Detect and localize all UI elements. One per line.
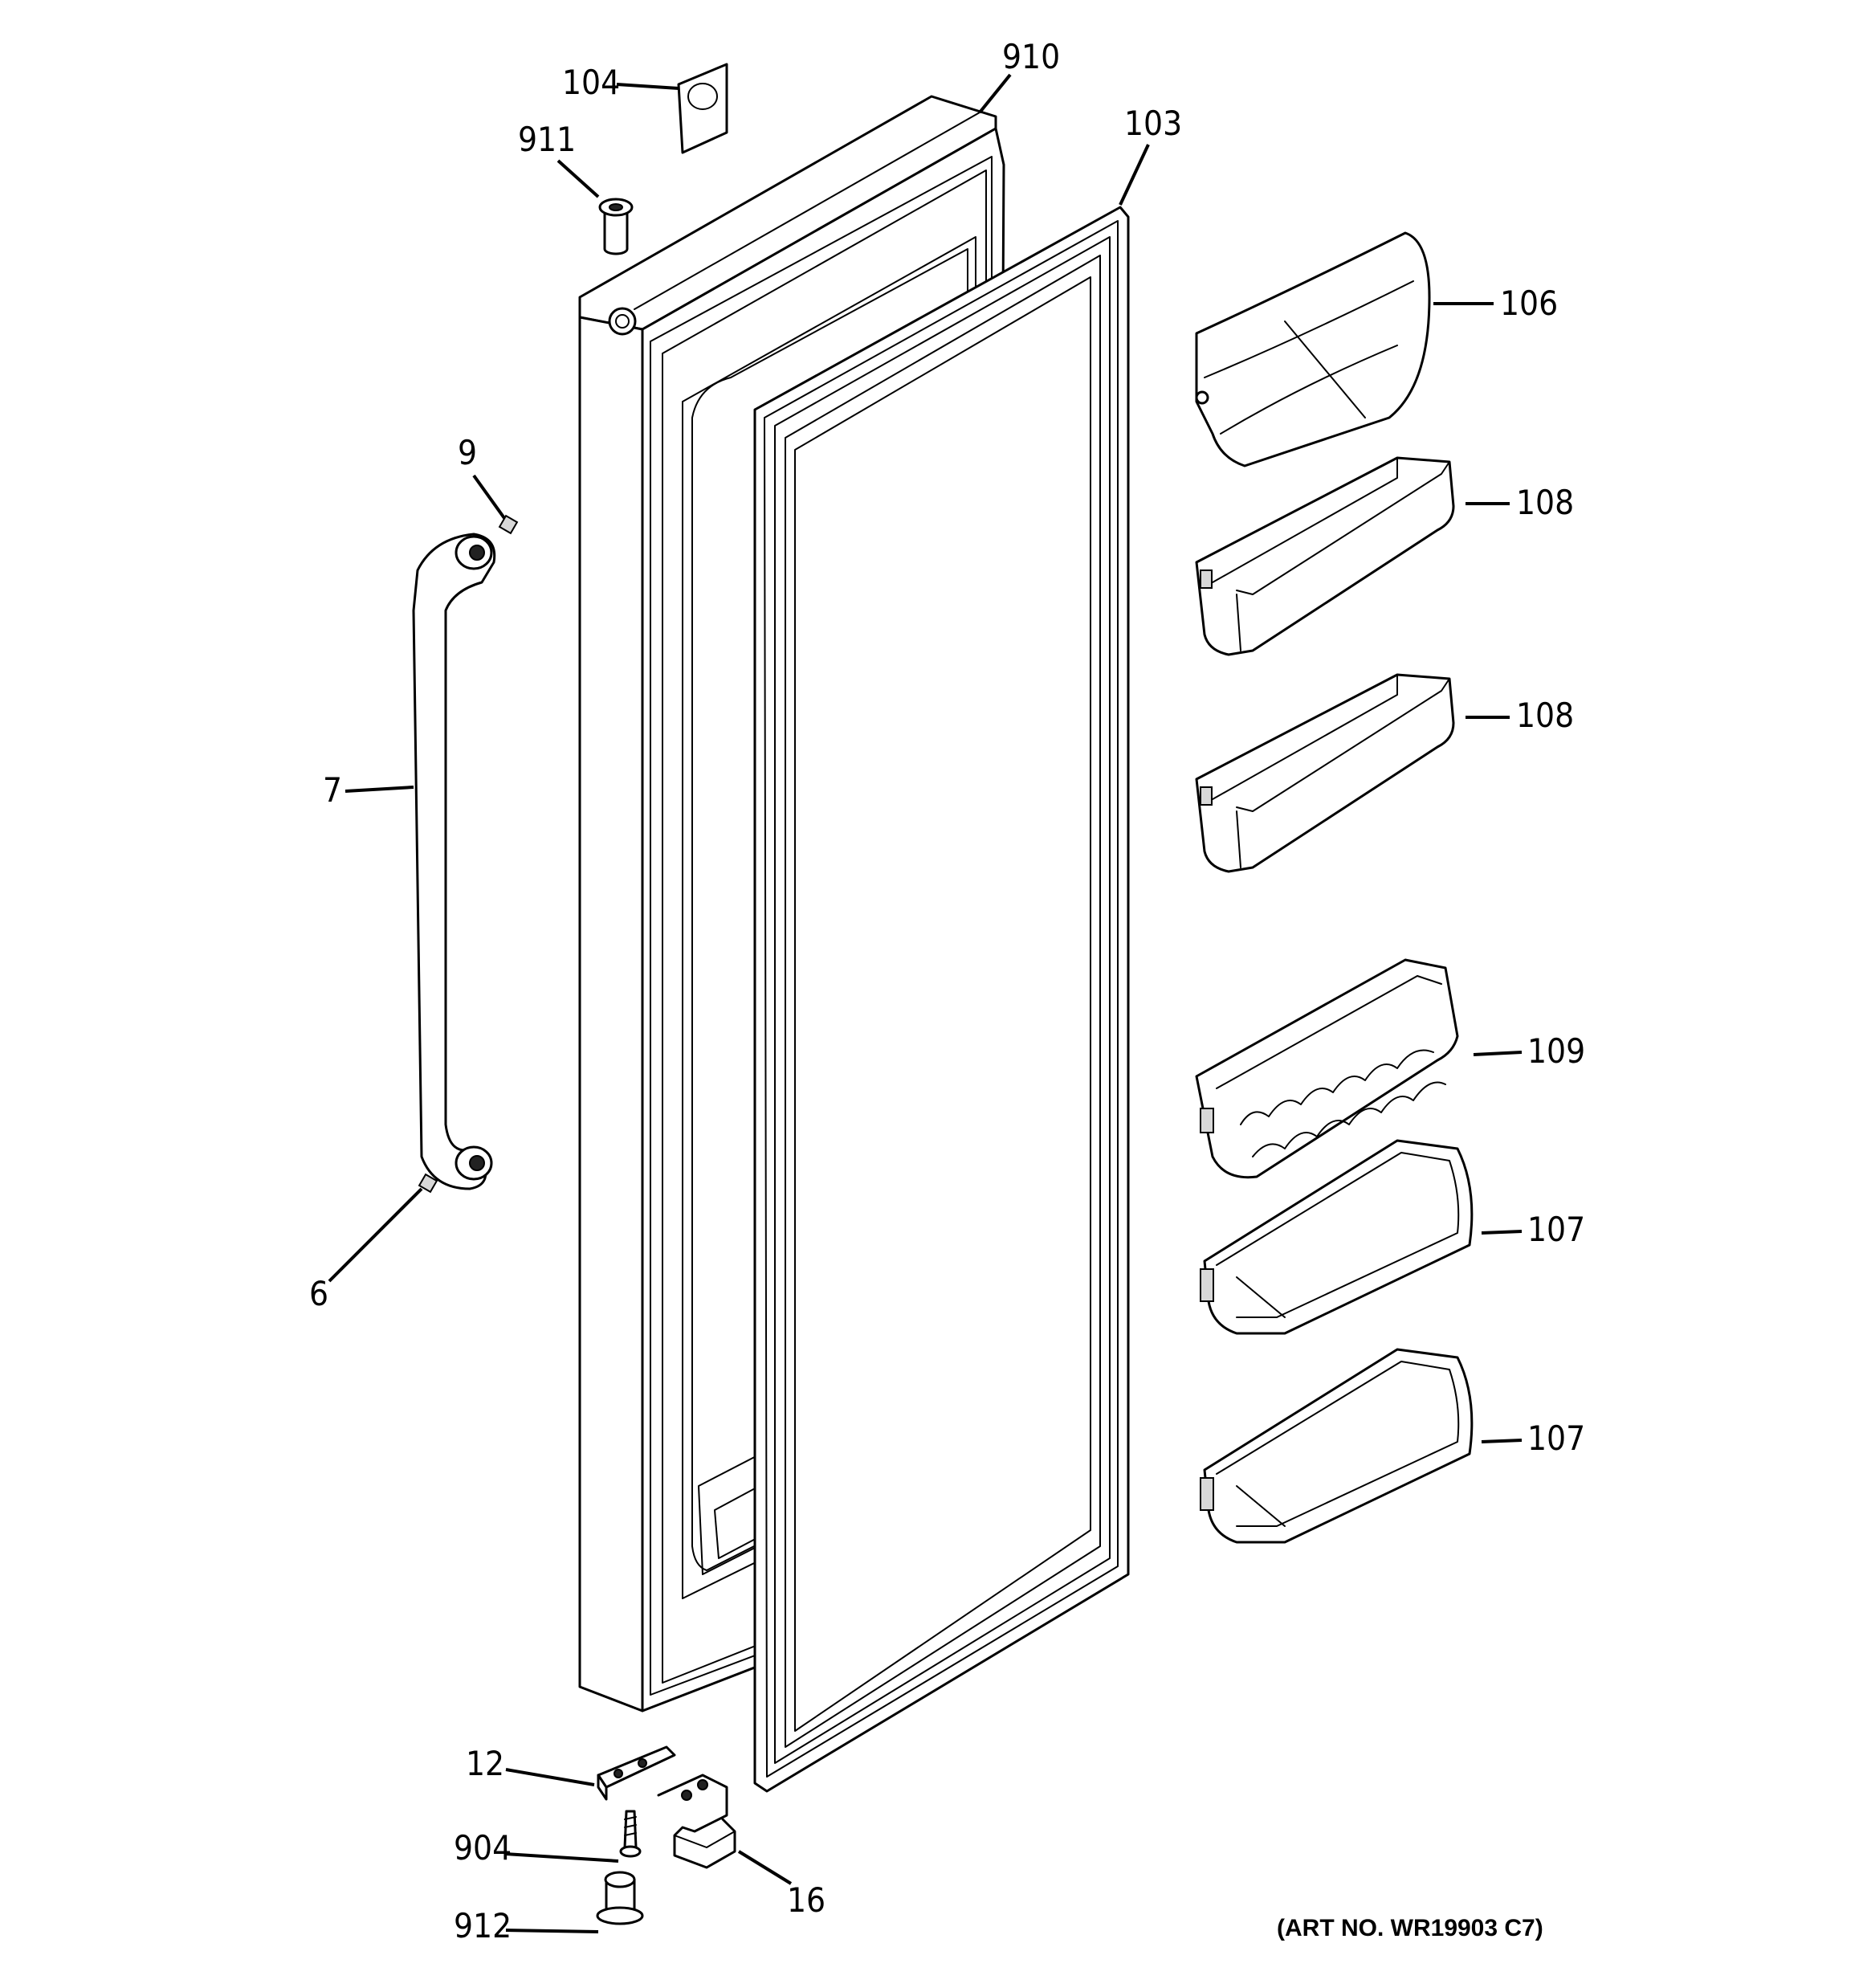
door-bin-part-107-lower	[1200, 1348, 1474, 1544]
callout-6: 6	[309, 1274, 328, 1313]
callout-12: 12	[466, 1744, 504, 1783]
egg-tray-part-109	[1195, 958, 1459, 1179]
door-shelf-part-108-lower	[1195, 673, 1455, 873]
callout-109: 109	[1527, 1031, 1585, 1071]
bottom-hinge-part-16	[657, 1774, 736, 1869]
door-shelf-part-108-upper	[1195, 456, 1455, 656]
crisper-cover-part-106	[1195, 231, 1431, 467]
leader-lines	[328, 73, 1523, 1933]
callout-106: 106	[1500, 284, 1558, 323]
callout-16: 16	[787, 1880, 826, 1920]
callout-108-upper: 108	[1516, 483, 1574, 522]
callout-107-upper: 107	[1527, 1210, 1585, 1249]
callout-9: 9	[458, 433, 477, 472]
callout-labels: 104 910 911 103 106 9 108 108 7 109 107 …	[309, 37, 1585, 1945]
handle-screw-top-part	[498, 514, 519, 535]
handle-screw-bottom-part	[418, 1173, 438, 1194]
callout-904: 904	[454, 1828, 512, 1868]
door-handle-part	[412, 533, 496, 1190]
callout-104: 104	[562, 63, 620, 102]
callout-911: 911	[518, 120, 576, 159]
callout-912: 912	[454, 1906, 512, 1945]
door-gasket-part	[753, 206, 1130, 1793]
callout-7: 7	[323, 770, 342, 810]
callout-107-lower: 107	[1527, 1419, 1585, 1458]
logo-badge-part	[677, 63, 728, 154]
stop-pin-part-912	[596, 1871, 644, 1925]
door-bushing-part	[598, 198, 634, 255]
screw-part-904	[619, 1810, 642, 1858]
callout-103: 103	[1124, 104, 1182, 143]
door-bin-part-107-upper	[1200, 1139, 1474, 1335]
hinge-plate-part-12	[597, 1745, 676, 1801]
callout-108-lower: 108	[1516, 696, 1574, 735]
art-number: (ART NO. WR19903 C7)	[1277, 1915, 1543, 1941]
callout-910: 910	[1002, 37, 1060, 76]
